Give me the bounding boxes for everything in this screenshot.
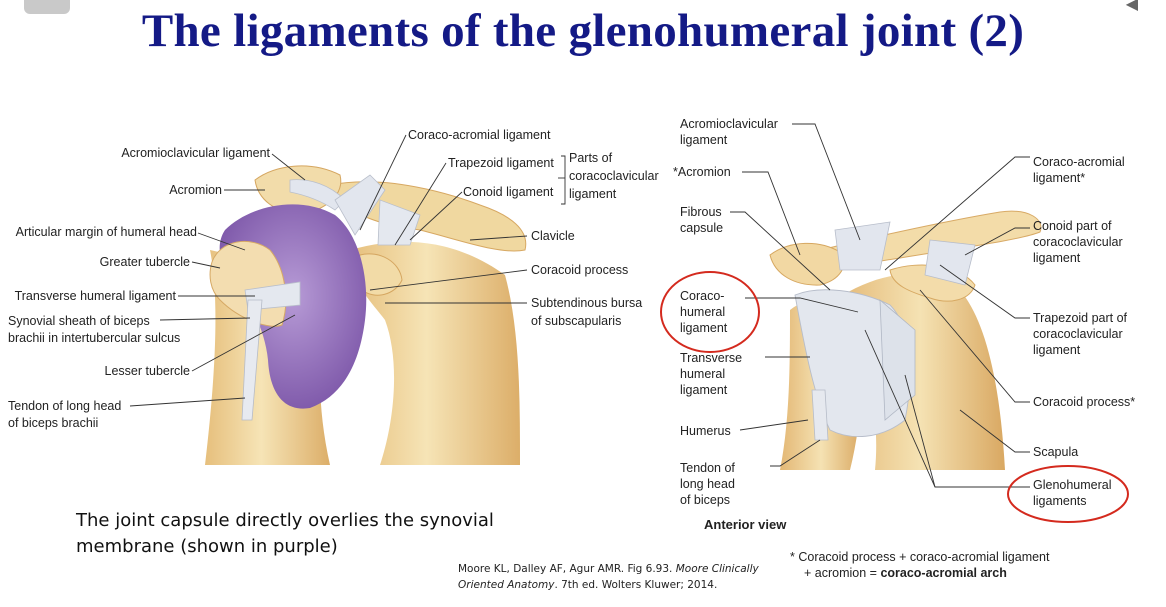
label-parts-of-line2: coracoclavicular: [569, 169, 659, 183]
label-synovial-sheath-line1: Synovial sheath of biceps: [8, 314, 150, 328]
note-line1: * Coracoid process + coraco-acromial lig…: [790, 550, 1050, 564]
label-coraco-acromial-line1: Coraco-acromial: [1033, 155, 1125, 169]
label-trapezoid-line2: coracoclavicular: [1033, 327, 1123, 341]
label-acromioclavicular-line2: ligament: [680, 133, 728, 147]
label-articular-margin: Articular margin of humeral head: [16, 225, 197, 239]
label-conoid-ligament: Conoid ligament: [463, 185, 554, 199]
label-humerus: Humerus: [680, 424, 731, 438]
label-glenohumeral-line1: Glenohumeral: [1033, 478, 1112, 492]
label-synovial-sheath-line2: brachii in intertubercular sulcus: [8, 331, 180, 345]
label-greater-tubercle: Greater tubercle: [100, 255, 190, 269]
citation: Moore KL, Dalley AF, Agur AMR. Fig 6.93.…: [458, 561, 788, 593]
right-shoulder-illustration: [769, 210, 1042, 470]
label-tendon-right-line1: Tendon of: [680, 461, 735, 475]
citation-italic2: Oriented Anatomy: [458, 579, 555, 591]
left-shoulder-illustration: [205, 165, 527, 465]
label-tendon-line1: Tendon of long head: [8, 399, 121, 413]
label-coraco-humeral-line1: Coraco-: [680, 289, 724, 303]
label-bursa-line2: of subscapularis: [531, 314, 621, 328]
label-transverse-humeral-ligament: Transverse humeral ligament: [15, 289, 177, 303]
label-fibrous-line2: capsule: [680, 221, 723, 235]
label-coracoid-process-right: Coracoid process*: [1033, 395, 1135, 409]
label-tendon-right-line2: long head: [680, 477, 735, 491]
right-leader-lines: [730, 123, 1030, 488]
label-coraco-humeral-line3: ligament: [680, 321, 728, 335]
label-conoid-line3: ligament: [1033, 251, 1081, 265]
label-anterior-view: Anterior view: [704, 517, 787, 532]
label-lesser-tubercle: Lesser tubercle: [105, 364, 191, 378]
label-coracoid-process: Coracoid process: [531, 263, 628, 277]
label-fibrous-line1: Fibrous: [680, 205, 722, 219]
citation-part1: Moore KL, Dalley AF, Agur AMR. Fig 6.93.: [458, 563, 676, 575]
label-bursa-line1: Subtendinous bursa: [531, 296, 642, 310]
asterisk-note: * Coracoid process + coraco-acromial lig…: [790, 549, 1130, 581]
label-coraco-acromial-line2: ligament*: [1033, 171, 1085, 185]
label-trapezoid-line3: ligament: [1033, 343, 1081, 357]
slide-title: The ligaments of the glenohumeral joint …: [141, 5, 1025, 57]
label-acromion-right: *Acromion: [673, 165, 731, 179]
label-transverse-line3: ligament: [680, 383, 728, 397]
label-scapula: Scapula: [1033, 445, 1078, 459]
right-labels: Acromioclavicular ligament *Acromion Fib…: [660, 117, 1135, 532]
label-glenohumeral-line2: ligaments: [1033, 494, 1087, 508]
label-acromion: Acromion: [169, 183, 222, 197]
label-coraco-humeral-line2: humeral: [680, 305, 725, 319]
label-conoid-line2: coracoclavicular: [1033, 235, 1123, 249]
label-tendon-right-line3: of biceps: [680, 493, 730, 507]
label-tendon-line2: of biceps brachii: [8, 416, 98, 430]
label-trapezoid-ligament: Trapezoid ligament: [448, 156, 554, 170]
caption-line1: The joint capsule directly overlies the …: [76, 510, 494, 531]
label-acromioclavicular-ligament: Acromioclavicular ligament: [121, 146, 270, 160]
note-line2-bold: coraco-acromial arch: [880, 566, 1007, 580]
slide-number-badge: [24, 0, 70, 14]
label-transverse-line1: Transverse: [680, 351, 742, 365]
citation-part2: . 7th ed. Wolters Kluwer; 2014.: [554, 579, 718, 591]
left-leader-lines: [129, 134, 566, 407]
note-line2: + acromion = coraco-acromial arch: [790, 565, 1130, 581]
label-trapezoid-line1: Trapezoid part of: [1033, 311, 1128, 325]
label-clavicle: Clavicle: [531, 229, 575, 243]
caption-line2: membrane (shown in purple): [76, 536, 338, 557]
citation-italic1: Moore Clinically: [675, 563, 759, 575]
label-coraco-acromial-ligament: Coraco-acromial ligament: [408, 128, 551, 142]
note-line2-prefix: + acromion =: [804, 566, 881, 580]
label-parts-of-line1: Parts of: [569, 151, 613, 165]
corner-arrow-icon: ◀: [1125, 0, 1138, 13]
highlight-circle-coracohumeral: [660, 271, 760, 353]
left-labels: Acromioclavicular ligament Acromion Arti…: [8, 128, 659, 430]
label-transverse-line2: humeral: [680, 367, 725, 381]
label-conoid-line1: Conoid part of: [1033, 219, 1112, 233]
label-acromioclavicular-line1: Acromioclavicular: [680, 117, 778, 131]
label-parts-of-line3: ligament: [569, 187, 617, 201]
caption-text: The joint capsule directly overlies the …: [76, 508, 596, 560]
highlight-circle-glenohumeral: [1007, 465, 1129, 523]
